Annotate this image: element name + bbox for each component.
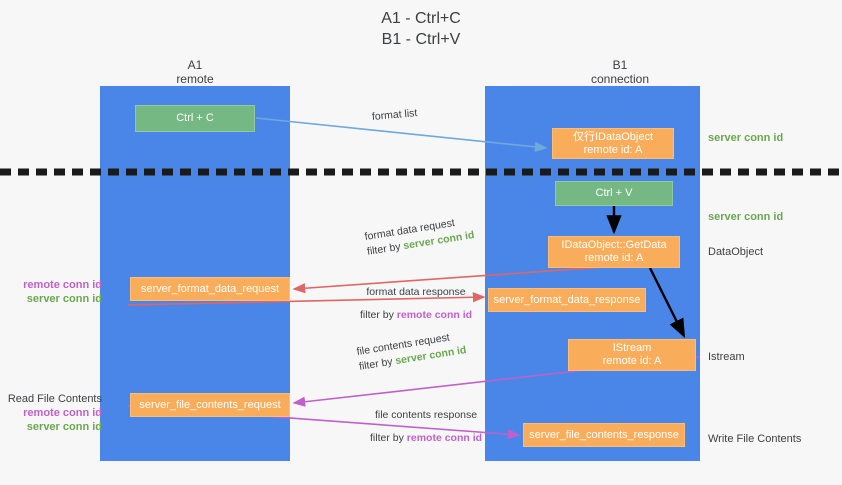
box-server-format-data-response[interactable]: server_format_data_response [488, 288, 646, 312]
label-server-conn-id-2: server conn id [26, 421, 102, 433]
filter-value-remote-conn-id-2: remote conn id [406, 432, 483, 444]
box-server-file-contents-request[interactable]: server_file_contents_request [130, 393, 290, 417]
label-remote-conn-id-2: remote conn id [23, 407, 102, 419]
box-server-file-contents-response[interactable]: server_file_contents_response [523, 423, 685, 447]
column-header-a1: A1 remote [176, 58, 214, 86]
arrow-label-file-contents-request: file contents request filter by server c… [356, 328, 468, 375]
label-remote-conn-id-1: remote conn id [23, 279, 102, 291]
arrow-label-format-data-request: format data request filter by server con… [364, 213, 476, 260]
arrow-label-format-data-response-text: format data response [366, 286, 466, 298]
arrow-label-file-contents-response-text: file contents response [374, 409, 478, 421]
label-server-conn-id-mid: server conn id [708, 211, 784, 223]
box-idataobject[interactable]: 仅行IDataObject remote id: A [552, 128, 674, 159]
arrow-label-format-data-response: format data response filter by remote co… [360, 285, 472, 323]
filter-value-remote-conn-id: remote conn id [396, 309, 473, 321]
label-server-conn-id-1: server conn id [26, 293, 102, 305]
label-left-conn-ids-1: remote conn id server conn id [10, 278, 102, 306]
arrow-label-format-data-response-filter: filter by remote conn id [360, 309, 473, 321]
label-dataobject: DataObject [708, 246, 764, 258]
label-write-file-contents: Write File Contents [708, 433, 802, 445]
box-istream[interactable]: IStream remote id: A [568, 339, 696, 371]
box-ctrl-v[interactable]: Ctrl + V [555, 181, 673, 206]
box-server-format-data-request[interactable]: server_format_data_request [130, 277, 290, 301]
label-server-conn-id-top: server conn id [708, 132, 784, 144]
box-idataobject-getdata[interactable]: IDataObject::GetData remote id: A [548, 236, 680, 268]
box-ctrl-c[interactable]: Ctrl + C [135, 105, 255, 132]
column-header-b1: B1 connection [590, 58, 650, 86]
label-left-conn-ids-2: Read File Contents remote conn id server… [6, 392, 102, 434]
label-read-file-contents: Read File Contents [7, 393, 102, 405]
arrow-label-file-contents-response-filter: filter by remote conn id [370, 432, 483, 444]
arrow-label-file-contents-response: file contents response filter by remote … [370, 408, 482, 446]
label-istream: Istream [708, 351, 745, 363]
diagram-title: A1 - Ctrl+C B1 - Ctrl+V [381, 10, 461, 48]
arrow-label-format-list: format list [371, 107, 418, 123]
